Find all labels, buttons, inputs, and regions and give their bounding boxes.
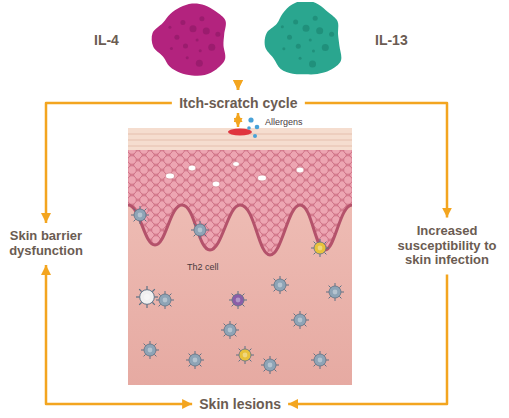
protein-texture — [168, 26, 171, 29]
node-label: Skin lesions — [199, 396, 281, 412]
illustration-label: Th2 cell — [187, 262, 219, 272]
stage-label-node: Skin lesions — [196, 394, 284, 414]
stage-label-node: Increased susceptibility to skin infecti… — [391, 222, 503, 271]
stage-label-node: Skin barrier dysfunction — [0, 227, 92, 261]
protein-texture — [303, 25, 310, 32]
protein-texture — [208, 44, 215, 51]
node-label: Increased susceptibility to skin infecti… — [394, 224, 500, 269]
corneum-lines — [128, 134, 352, 146]
protein-texture — [296, 44, 301, 49]
protein-texture — [309, 39, 312, 42]
protein-texture — [189, 25, 196, 32]
protein-texture — [199, 16, 204, 21]
epidermis — [128, 150, 352, 255]
stratum-corneum — [128, 128, 352, 150]
protein-texture — [313, 16, 318, 21]
protein-texture — [299, 57, 302, 60]
cycle-arrow — [46, 103, 172, 223]
dermis — [128, 128, 352, 385]
protein-texture — [196, 60, 203, 67]
protein-name: IL-13 — [375, 32, 408, 48]
protein-texture — [183, 43, 188, 48]
protein-texture — [282, 47, 285, 50]
protein-name: IL-4 — [94, 32, 119, 48]
cycle-arrow — [305, 103, 447, 218]
node-label: Skin barrier dysfunction — [3, 229, 89, 259]
cycle-arrow — [237, 80, 240, 90]
node-label: Itch-scratch cycle — [179, 95, 298, 111]
protein-texture — [215, 32, 220, 37]
skin-section — [128, 128, 352, 385]
protein-node: IL-13 — [238, 2, 418, 80]
illustration-label: Allergens — [265, 117, 303, 127]
protein-texture — [180, 20, 185, 25]
protein-texture — [174, 35, 179, 40]
cycle-arrow — [237, 80, 240, 90]
protein-texture — [312, 50, 315, 53]
protein-texture — [281, 25, 284, 28]
cycle-arrow — [288, 274, 447, 404]
protein-texture — [309, 60, 316, 67]
protein-texture — [329, 32, 334, 37]
double-arrow — [237, 113, 240, 127]
stage-label-node: Itch-scratch cycle — [176, 93, 301, 113]
protein-surface — [265, 2, 342, 74]
allergen-particles — [247, 117, 259, 138]
immune-cells — [131, 206, 344, 374]
protein-texture — [322, 44, 329, 51]
protein-texture — [316, 27, 323, 34]
epidermis-holes — [166, 162, 305, 188]
protein-texture — [170, 47, 173, 50]
protein-texture — [287, 35, 292, 40]
protein-texture — [196, 39, 199, 42]
protein-texture — [186, 56, 189, 59]
protein-texture — [199, 49, 202, 52]
protein-texture — [203, 27, 210, 34]
protein-texture — [293, 19, 298, 24]
protein-surface — [152, 3, 226, 75]
cycle-arrow — [46, 265, 192, 404]
protein-node: IL-4 — [88, 2, 238, 80]
